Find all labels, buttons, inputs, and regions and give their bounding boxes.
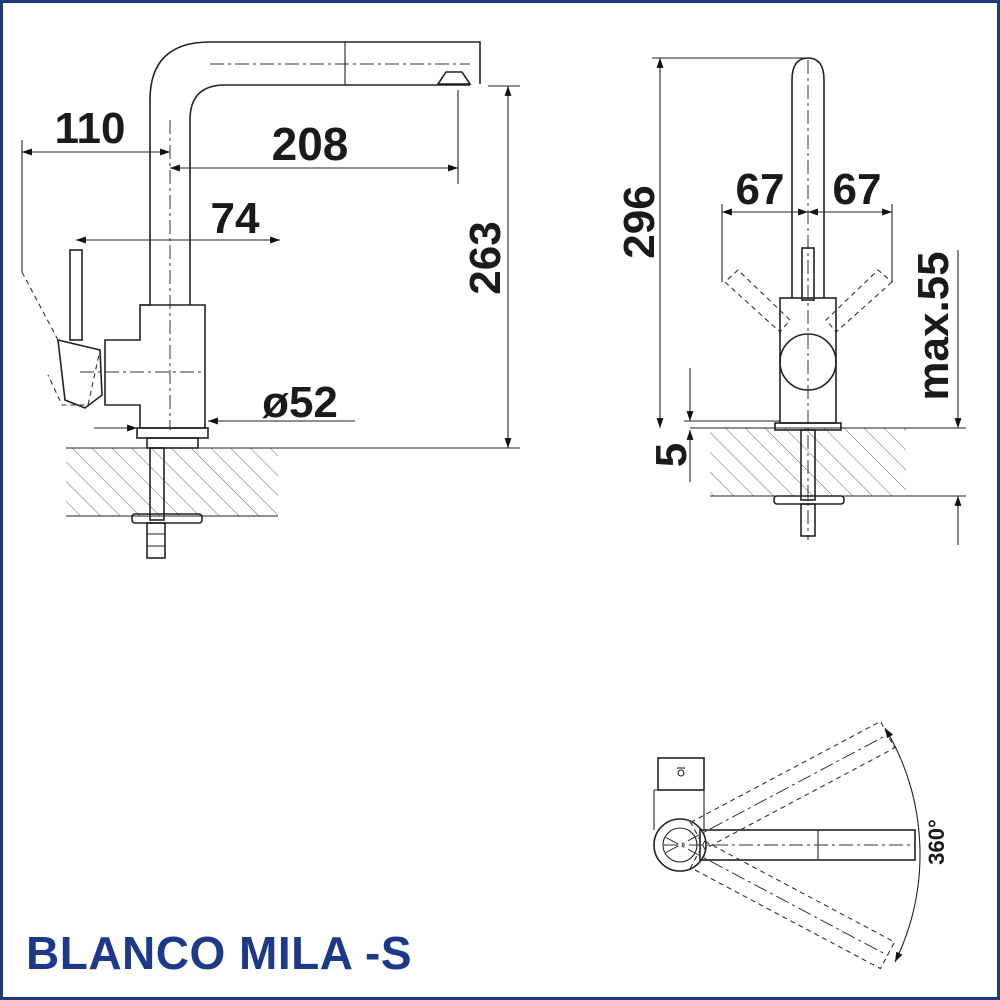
product-title: BLANCO MILA -S — [26, 927, 413, 979]
dim-263: 263 — [461, 221, 510, 294]
dim-67-left: 67 — [736, 165, 785, 214]
spray-head — [436, 71, 472, 85]
dim-296: 296 — [615, 185, 664, 258]
front-view: 296 67 67 max.55 5 — [615, 57, 966, 545]
dim-208: 208 — [272, 118, 349, 170]
dim-5: 5 — [647, 443, 696, 467]
spout-outline — [140, 41, 481, 306]
dim-diameter-52: ø52 — [262, 378, 338, 427]
top-view: 360° — [653, 720, 949, 970]
dim-67-right: 67 — [833, 165, 882, 214]
dim-74: 74 — [211, 194, 260, 243]
mounting-shank — [149, 447, 165, 521]
dim-110: 110 — [55, 104, 126, 153]
handle-knob — [779, 333, 837, 391]
faucet-body — [104, 304, 206, 429]
base-circle-top — [653, 818, 707, 872]
lever — [69, 249, 83, 341]
side-view: 110 208 74 263 ø52 — [21, 41, 520, 559]
countertop-hatch-left — [66, 448, 278, 516]
dim-max-55: max.55 — [909, 251, 958, 400]
rotation-label: 360° — [924, 819, 949, 865]
base-ring — [136, 427, 209, 439]
